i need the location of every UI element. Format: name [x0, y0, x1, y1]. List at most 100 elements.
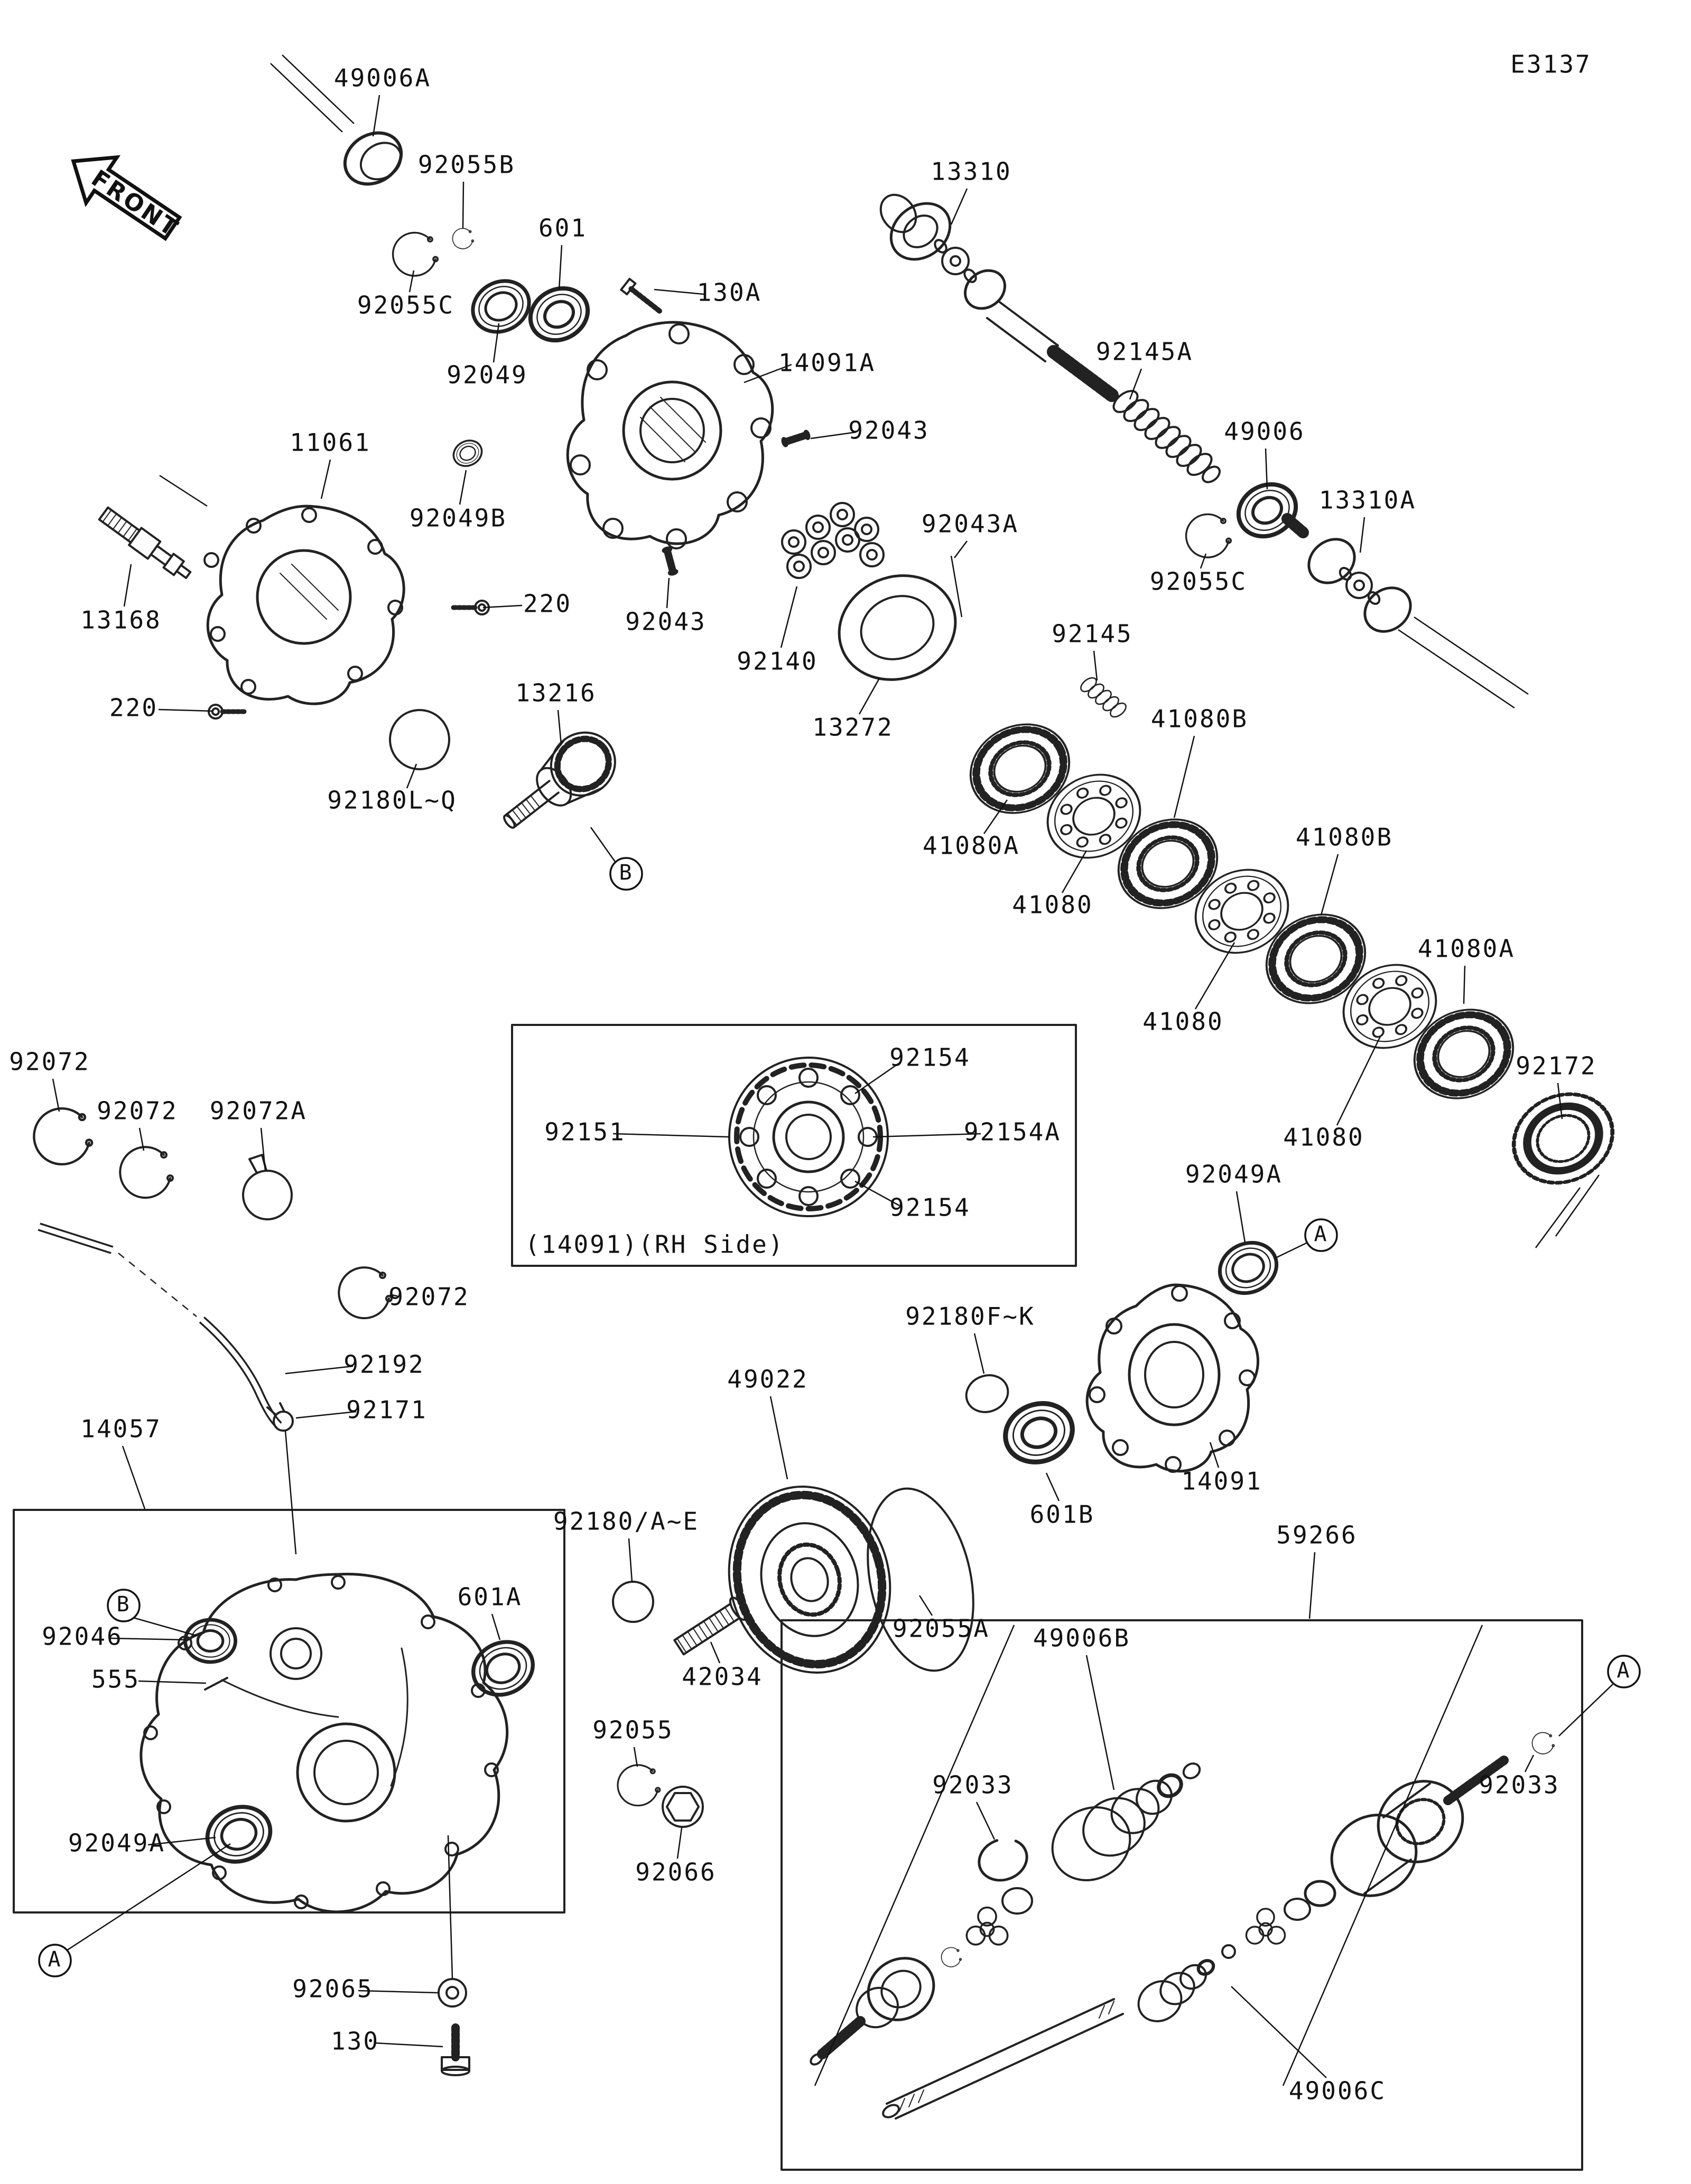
clamp-92171-drawing [266, 1402, 294, 1432]
part-label: 41080 [1142, 1007, 1223, 1036]
part-label: 92043 [625, 608, 706, 636]
leader-line [372, 95, 380, 137]
cam-ring-13272-drawing [838, 574, 957, 681]
part-label: 92066 [635, 1858, 716, 1887]
u-joint-13310A-drawing [1281, 513, 1412, 633]
leader-line [1200, 553, 1207, 569]
pointer-line [282, 54, 355, 124]
part-label: 92140 [737, 647, 817, 676]
pin-555-drawing [204, 1677, 228, 1691]
hub-92151-drawing [728, 1057, 889, 1217]
part-label: 92154 [889, 1193, 970, 1222]
drive-shaft-assembly-drawing [810, 1732, 1555, 2120]
part-label: 92145 [1052, 620, 1132, 648]
part-label: 14057 [80, 1415, 161, 1443]
inset-box-14091-rh [511, 1024, 1077, 1267]
clutch-plate-41080A-drawing [955, 708, 1084, 829]
leader-line [780, 586, 798, 648]
pinion-gear-13216-drawing [503, 731, 616, 829]
snap-ring-92072-drawing [338, 1266, 393, 1320]
leader-line [158, 708, 213, 712]
leader-line [676, 1827, 683, 1859]
leader-line [950, 188, 968, 225]
leader-line [459, 470, 467, 505]
callout-circle [38, 1944, 72, 1977]
snap-ring-92055C-drawing [392, 231, 439, 277]
shaft-13168-drawing [98, 506, 192, 580]
leader-line [1524, 1754, 1535, 1772]
leader-line [810, 431, 857, 440]
clutch-plate-41080-drawing [1033, 758, 1155, 874]
callout-leader-line [1274, 1242, 1308, 1259]
part-label: 92055C [1150, 567, 1247, 596]
seal-92049B-drawing [448, 435, 487, 472]
leader-line [122, 1445, 146, 1509]
part-label: 41080B [1151, 705, 1248, 733]
propeller-shaft-13310-drawing [879, 193, 1119, 402]
leader-line [710, 1641, 721, 1664]
labels-layer: 49006A92055B92055C60192049130A1331014091… [9, 54, 1641, 2105]
gear-92172-drawing [1511, 1092, 1615, 1185]
part-label: 49006 [1224, 417, 1305, 446]
callout-letter: A [1616, 1658, 1631, 1683]
o-ring-92180LQ-drawing [389, 709, 450, 770]
part-label: 220 [523, 590, 572, 618]
part-label: 41080 [1283, 1123, 1364, 1152]
part-label: 14091A [778, 349, 876, 377]
housing-14091A-drawing [566, 321, 774, 549]
leader-line [491, 1613, 501, 1640]
leader-line [358, 1990, 438, 1994]
hub-housing-14091-drawing [1085, 1283, 1259, 1473]
leader-line [406, 763, 417, 789]
leader-line [1194, 942, 1235, 1010]
part-label: 13310 [931, 157, 1011, 186]
part-label: 92172 [1516, 1052, 1596, 1080]
leader-line [52, 1078, 60, 1112]
part-label: 92043 [848, 416, 929, 445]
callout-letter: A [1314, 1222, 1328, 1246]
part-label: 92049 [447, 361, 527, 389]
part-label: 130 [331, 2027, 379, 2056]
washer-92065-drawing [438, 1978, 467, 2008]
leader-line [954, 540, 968, 558]
leader-line [975, 1802, 996, 1840]
part-label: 92055A [893, 1614, 990, 1643]
breather-hose-92192-drawing [38, 1222, 282, 1429]
snap-ring-92072-drawing [119, 1146, 174, 1199]
front-arrow: FRONT [71, 155, 184, 243]
leader-line [408, 270, 415, 293]
part-label: 13310A [1319, 486, 1416, 515]
part-label: 92065 [292, 1975, 373, 2003]
leader-line [612, 1133, 730, 1138]
bearing-92046-drawing [185, 1620, 235, 1662]
leader-line [973, 1333, 985, 1374]
part-label: 92049B [410, 504, 507, 533]
part-label: 92043A [922, 510, 1019, 538]
part-label: 92049A [68, 1829, 165, 1858]
leader-line [872, 1133, 981, 1138]
seal-92049A-drawing [1212, 1234, 1285, 1302]
oil-seal-92049-drawing [464, 272, 538, 342]
callout-circle [1607, 1655, 1641, 1688]
pointer-line [284, 1430, 297, 1555]
pointer-line [1535, 1187, 1581, 1248]
part-label: 92072A [210, 1097, 307, 1125]
part-label: 13168 [80, 606, 161, 634]
part-label: 92192 [343, 1350, 424, 1379]
clutch-plate-41080A-drawing [1399, 993, 1528, 1114]
part-label: 49006B [1033, 1624, 1130, 1653]
part-label: 13216 [515, 679, 596, 707]
plug-92066-drawing [662, 1786, 704, 1828]
leader-line [1557, 1082, 1563, 1119]
leader-line [1231, 1986, 1327, 2078]
leader-line [918, 1595, 933, 1616]
part-label: 41080B [1296, 823, 1393, 852]
leader-line [1061, 850, 1088, 893]
part-label: 41080A [1418, 935, 1515, 963]
bolt-130-drawing [441, 2023, 470, 2076]
part-label: 92180F~K [905, 1302, 1035, 1331]
part-label: 92046 [42, 1622, 123, 1651]
dowel-pin-92043-b-drawing [662, 546, 679, 576]
leader-line [1308, 1552, 1316, 1619]
leader-line [633, 1747, 638, 1767]
